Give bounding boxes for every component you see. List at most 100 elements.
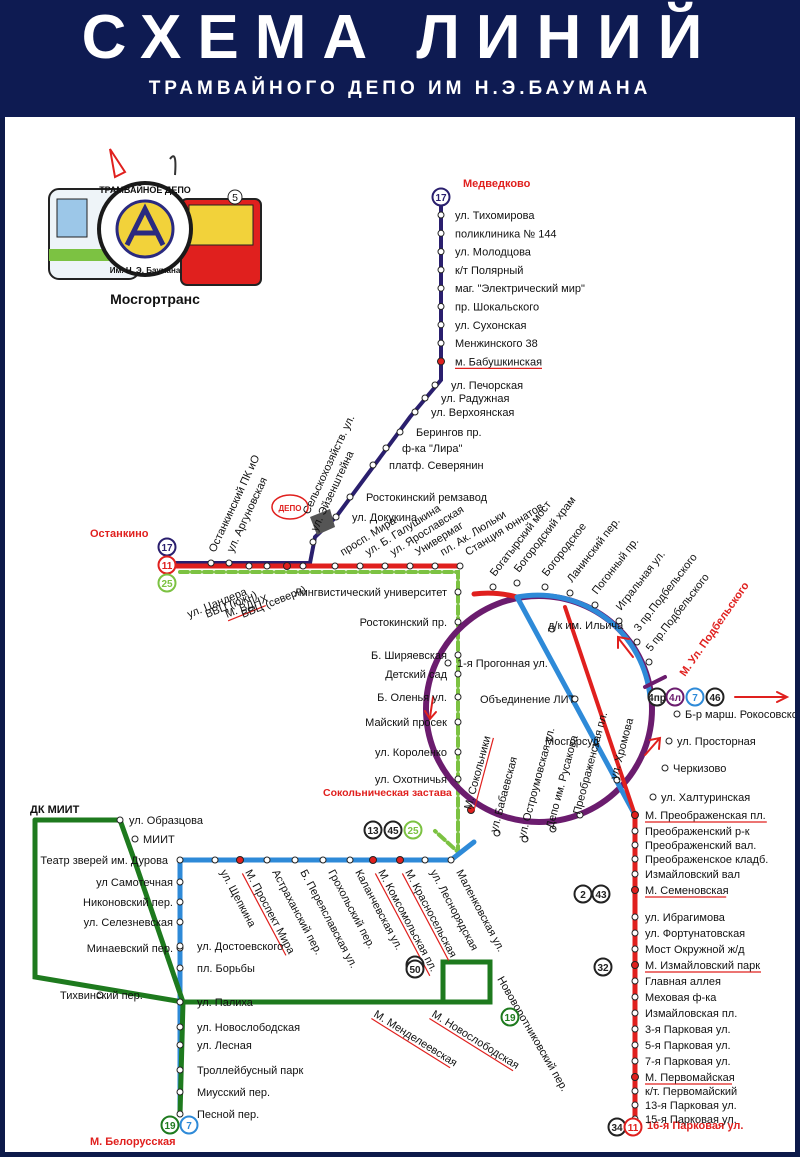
stop-marker-icon (645, 658, 653, 666)
stop-marker-icon (571, 695, 579, 703)
stop-west_line-0: Театр зверей им. Дурова (40, 855, 184, 867)
stop-marker-icon (437, 357, 445, 366)
stop-west_line-3: ул. Селезневская (84, 917, 184, 929)
route-badge-19: 19 (160, 1115, 180, 1135)
stop-marker-icon (396, 428, 404, 436)
stop-marker-icon (411, 408, 419, 416)
stop-north-1: поликлиника № 144 (437, 228, 557, 240)
route-badge-icon (591, 884, 611, 904)
stop-label: ул. Халтуринская (661, 792, 750, 804)
stop-ring_inner-2: Объединение ЛИТ (480, 694, 579, 706)
stop-west_line-1: ул Самотечная (96, 877, 184, 889)
stop-marker-icon (225, 559, 233, 567)
route-badge-50: 50 (405, 959, 425, 979)
stop-marker-icon (665, 737, 673, 745)
stop-label: Троллейбусный парк (197, 1065, 304, 1077)
route-badge-icon (157, 573, 177, 593)
stop-label: ул. Ибрагимова (645, 912, 726, 924)
header-banner: СХЕМА ЛИНИЙ ТРАМВАЙНОГО ДЕПО ИМ Н.Э.БАУМ… (0, 0, 800, 118)
stop-label: Лингвистический университет (294, 587, 447, 599)
stop-marker-icon (631, 841, 639, 849)
stop-marker-icon (176, 964, 184, 972)
metro-underline (401, 873, 450, 961)
stop-north-14: платф. Северянин (369, 460, 484, 472)
stop-east-7: Преображенское кладб. (631, 854, 768, 866)
stop-label: д/к им. Ильича (548, 620, 624, 632)
stop-marker-icon (437, 321, 445, 329)
stop-marker-icon (631, 1025, 639, 1033)
route-badge-32: 32 (593, 957, 613, 977)
route-badge-11: 11 (157, 555, 177, 575)
ring-east-branch (643, 675, 667, 689)
route-number: 11 (628, 1123, 639, 1134)
stop-marker-icon (283, 562, 291, 570)
stop-east-9: М. Семеновская (631, 885, 729, 898)
stop-label: М. Преображенская пл. (645, 810, 766, 822)
logo-letter-icon (124, 203, 166, 247)
stop-east-19: 7-я Парковая ул. (631, 1056, 731, 1068)
stop-label: Меховая ф-ка (645, 992, 717, 1004)
stop-label: ул Самотечная (96, 877, 173, 889)
route-number: 7 (186, 1121, 192, 1132)
stop-marker-icon (454, 588, 462, 596)
stop-north-2: ул. Молодцова (437, 247, 532, 259)
stop-label: Измайловская пл. (645, 1008, 737, 1020)
stop-marker-icon (176, 1041, 184, 1049)
stop-north-11: ул. Верхоянская (411, 407, 514, 419)
depot-logo: 5 ТРАМВАЙНОЕ ДЕПО Им. Н. Э. Баумана Мосг… (48, 148, 262, 307)
stop-east-6: Преображенский вал. (631, 840, 756, 852)
route-badge-19: 19 (500, 1007, 520, 1027)
stop-east-16: Измайловская пл. (631, 1008, 737, 1020)
stop-southwest-0: ул. Достоевского (176, 941, 283, 953)
route-number: 34 (611, 1123, 623, 1134)
stop-east-10: ул. Ибрагимова (631, 912, 726, 924)
stop-marker-icon (454, 670, 462, 678)
stop-label: ул. Сухонская (455, 320, 526, 332)
stop-label: ул. Верхоянская (431, 407, 514, 419)
stop-marker-icon (245, 562, 253, 570)
stop-marker-icon (263, 856, 271, 864)
route-number: 45 (387, 826, 399, 837)
stop-label: 7-я Парковая ул. (645, 1056, 731, 1068)
stop-east-23: 15-я Парковая ул. (631, 1114, 737, 1126)
stop-label: 15-я Парковая ул. (645, 1114, 737, 1126)
stop-label: М. Семеновская (645, 885, 729, 897)
stop-label: Измайловский вал (645, 869, 740, 881)
stop-marker-icon (176, 856, 184, 864)
map-subtitle: ТРАМВАЙНОГО ДЕПО ИМ Н.Э.БАУМАНА (148, 78, 652, 99)
stop-label: Миусский пер. (197, 1087, 270, 1099)
stop-label: Мост Окружной ж/д (645, 944, 745, 956)
route-badge-icon (705, 687, 725, 707)
stop-label: ф-ка "Лира" (402, 443, 462, 455)
stop-marker-icon (631, 1041, 639, 1049)
stop-label: пл. Борьбы (197, 963, 255, 975)
stop-marker-icon (631, 961, 639, 969)
stop-marker-icon (382, 444, 390, 452)
ring-arc-red (471, 590, 520, 600)
stop-marker-icon (176, 878, 184, 886)
stop-marker-icon (331, 562, 339, 570)
stop-marker-icon (447, 856, 455, 864)
route-number: 4л (669, 693, 681, 704)
stop-east-15: Меховая ф-ка (631, 992, 717, 1004)
stop-label: ул. Тихомирова (455, 210, 535, 222)
route-badge-34: 34 (607, 1117, 627, 1137)
stop-label: Ростокинский ремзавод (366, 492, 488, 504)
stop-marker-icon (444, 659, 452, 667)
route-number: 46 (709, 693, 721, 704)
metro-underline (241, 873, 287, 956)
stop-label: пр. Шокальского (455, 302, 539, 314)
stop-marker-icon (437, 211, 445, 219)
stop-east-18: 5-я Парковая ул. (631, 1040, 731, 1052)
route-badge-icon (593, 957, 613, 977)
stop-marker-icon (176, 898, 184, 906)
stop-marker-icon (513, 579, 521, 587)
stop-marker-icon (633, 638, 641, 646)
stop-east-1: ул. Просторная (665, 736, 756, 748)
stop-marker-icon (406, 562, 414, 570)
stop-southwest-2: ул. Палиха (176, 997, 254, 1009)
route-number: 25 (161, 579, 173, 590)
metro-underline (473, 737, 494, 811)
stop-label: Театр зверей им. Дурова (40, 855, 168, 867)
depot-building-icon (310, 509, 335, 535)
